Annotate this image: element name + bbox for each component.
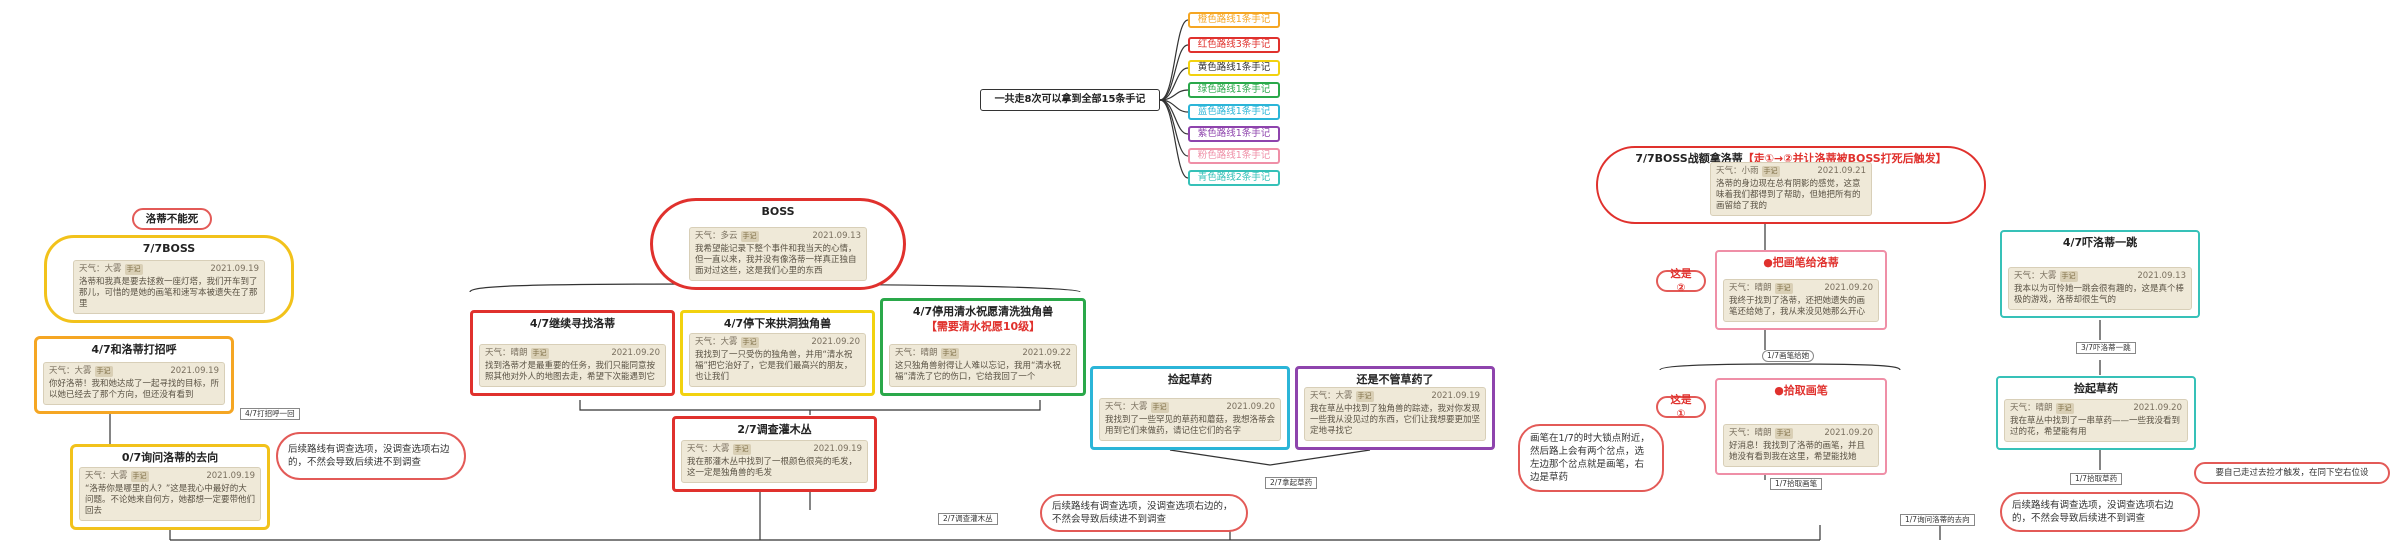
- left-step-tag[interactable]: 4/7打招呼一回: [240, 408, 300, 420]
- right-step-tag[interactable]: 1/7询问洛蒂的去向: [1900, 514, 1975, 526]
- legend-item-orange[interactable]: 橙色路线1条手记: [1188, 12, 1280, 28]
- right-step-tag[interactable]: 1/7画笔给她: [1762, 350, 1815, 362]
- right-tag-one: 这是①: [1656, 394, 1706, 420]
- legend-item-purple[interactable]: 紫色路线1条手记: [1188, 126, 1280, 142]
- mid-warning-note: 后续路线有调查选项，没调查选项右边的，不然会导致后续进不到调查: [1040, 494, 1248, 532]
- legend-item-pink[interactable]: 粉色路线1条手记: [1188, 148, 1280, 164]
- mid-step-tag[interactable]: 2/7调查灌木丛: [938, 513, 998, 525]
- legend-item-cyan[interactable]: 青色路线2条手记: [1188, 170, 1280, 186]
- right-step-tag[interactable]: 3/7吓洛蒂一跳: [2076, 342, 2136, 354]
- left-warning-note: 后续路线有调查选项，没调查选项右边的，不然会导致后续进不到调查: [276, 432, 466, 480]
- legend-item-green[interactable]: 绿色路线1条手记: [1188, 82, 1280, 98]
- right-top-note: 要自己走过去捡才触发，在同下空右位设: [2194, 462, 2390, 484]
- right-warning-note: 后续路线有调查选项，没调查选项右边的，不然会导致后续进不到调查: [2000, 492, 2200, 532]
- legend-item-red[interactable]: 红色路线3条手记: [1188, 37, 1280, 53]
- right-step-tag[interactable]: 1/7拾取草药: [2070, 473, 2123, 485]
- left-header[interactable]: 洛蒂不能死: [132, 208, 212, 230]
- center-step-tag[interactable]: 2/7拿起草药: [1265, 477, 1318, 489]
- right-hint-note: 画笔在1/7的时大锁点附近，然后路上会有两个岔点，选左边那个岔点就是画笔，右边是…: [1518, 424, 1664, 492]
- legend-item-yellow[interactable]: 黄色路线1条手记: [1188, 60, 1280, 76]
- right-step-tag[interactable]: 1/7拾取画笔: [1770, 478, 1823, 490]
- card-title: 7/7BOSS: [142, 242, 196, 255]
- root-topic[interactable]: 一共走8次可以拿到全部15条手记: [980, 89, 1160, 111]
- right-boss-card[interactable]: 7/7BOSS战额拿洛蒂【走①→②并让洛蒂被BOSS打死后触发】 天气：小雨手记…: [1596, 146, 1986, 224]
- legend-item-blue[interactable]: 蓝色路线1条手记: [1188, 104, 1280, 120]
- right-tag-two: 这是②: [1656, 268, 1706, 294]
